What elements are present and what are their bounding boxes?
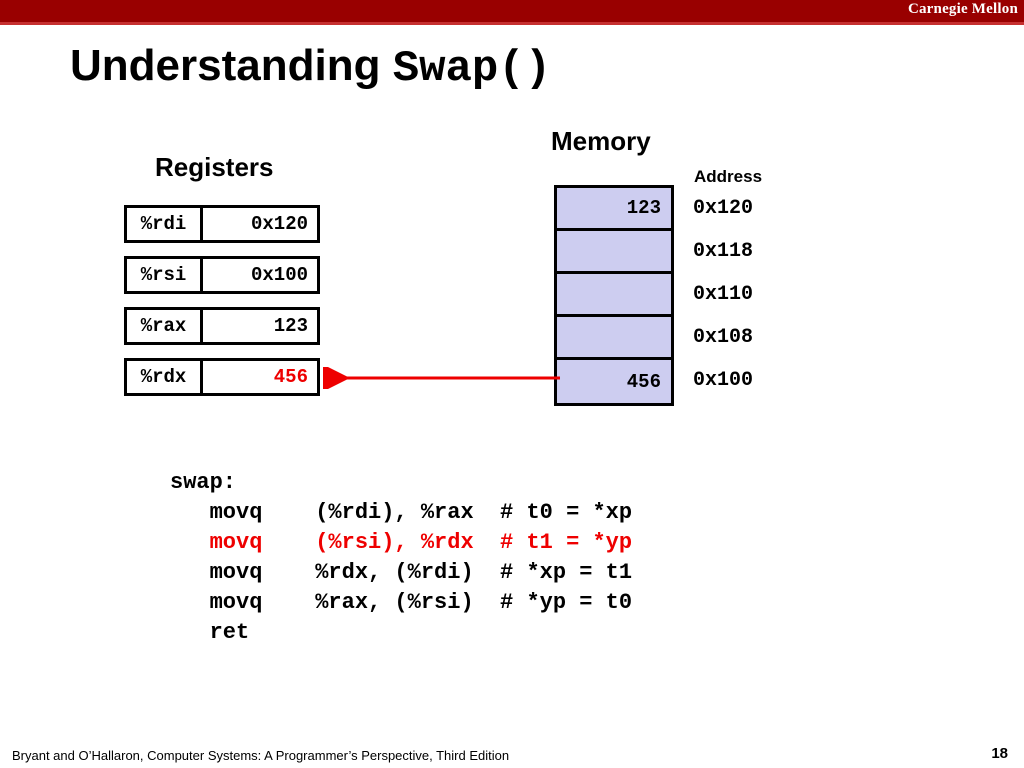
- memory-cell: 456: [557, 360, 671, 403]
- memory-address-label: 0x108: [693, 325, 754, 349]
- memory-heading: Memory: [551, 126, 651, 156]
- register-name: %rdi: [127, 208, 203, 240]
- memory-table: 123 456: [554, 185, 674, 406]
- memory-to-rdx-arrow: [323, 367, 560, 389]
- page-title-prefix: Understanding: [70, 41, 393, 90]
- register-value: 0x100: [250, 264, 308, 286]
- register-row: %rdx 456: [124, 358, 320, 396]
- registers-table: %rdi 0x120 %rsi 0x100 %rax 123 %rdx 456: [124, 205, 320, 409]
- code-line: movq %rdx, (%rdi) # *xp = t1: [170, 560, 633, 585]
- registers-heading: Registers: [155, 152, 274, 182]
- page-title: Understanding Swap(): [70, 40, 551, 95]
- memory-address-label: 0x120: [693, 196, 754, 220]
- brand-bar-underline: [0, 22, 1024, 25]
- register-name: %rdx: [127, 361, 203, 393]
- memory-address-label: 0x110: [693, 282, 754, 306]
- address-column-heading: Address: [694, 167, 763, 186]
- footer-attribution: Bryant and O’Hallaron, Computer Systems:…: [12, 748, 510, 763]
- brand-name: Carnegie Mellon: [907, 1, 1018, 17]
- code-line: swap:: [170, 470, 237, 495]
- register-value: 123: [273, 315, 308, 337]
- code-line: movq (%rdi), %rax # t0 = *xp: [170, 500, 633, 525]
- memory-cell: 123: [557, 188, 671, 231]
- memory-address-label: 0x100: [693, 368, 754, 392]
- register-value: 0x120: [250, 213, 308, 235]
- code-line: movq %rax, (%rsi) # *yp = t0: [170, 590, 633, 615]
- register-row: %rsi 0x100: [124, 256, 320, 294]
- page-title-function: Swap(): [392, 44, 552, 94]
- register-name: %rax: [127, 310, 203, 342]
- memory-cell: [557, 274, 671, 317]
- assembly-code-block: swap: movq (%rdi), %rax # t0 = *xp movq …: [170, 468, 632, 648]
- register-row: %rax 123: [124, 307, 320, 345]
- register-row: %rdi 0x120: [124, 205, 320, 243]
- memory-cell: [557, 231, 671, 274]
- memory-address-label: 0x118: [693, 239, 754, 263]
- register-name: %rsi: [127, 259, 203, 291]
- memory-cell: [557, 317, 671, 360]
- brand-bar: [0, 0, 1024, 22]
- register-value: 456: [273, 366, 308, 388]
- code-line: movq (%rsi), %rdx # t1 = *yp: [170, 530, 633, 555]
- code-line: ret: [170, 620, 250, 645]
- page-number: 18: [991, 745, 1008, 762]
